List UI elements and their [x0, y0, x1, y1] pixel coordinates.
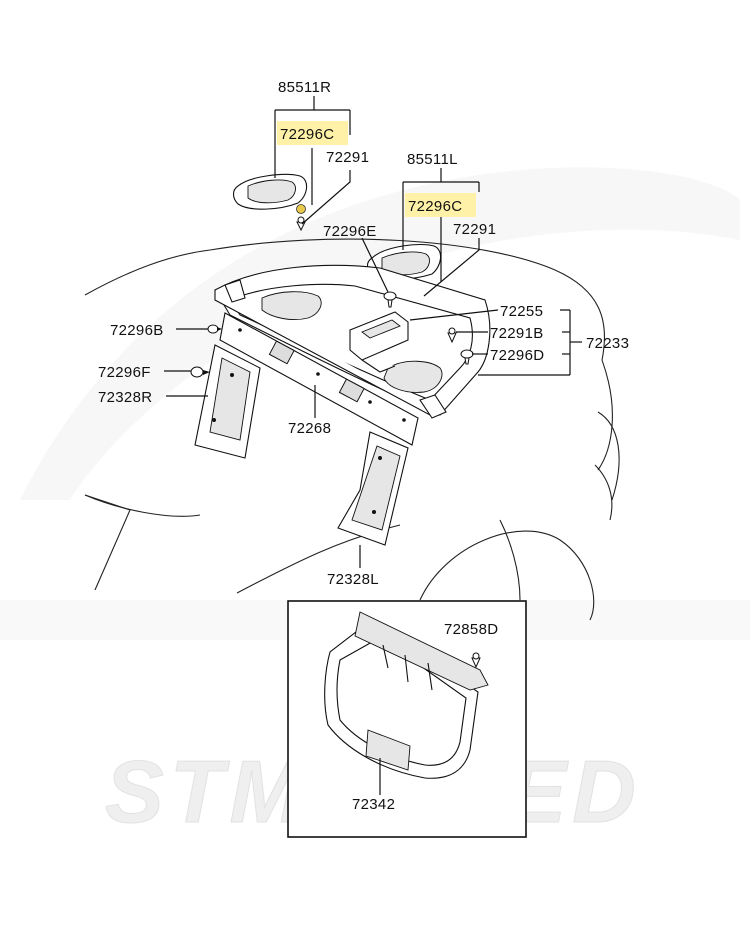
car-body-outline [84, 238, 620, 621]
label-72291-left: 72291 [453, 221, 496, 238]
inset-hatch-trim [324, 611, 489, 779]
highlight-72296C-right [277, 121, 348, 145]
pillar-trim-right [194, 344, 261, 459]
label-72296B: 72296B [110, 322, 164, 339]
clip-72296C-right [296, 204, 306, 214]
shelf-center-bracket [349, 311, 409, 373]
label-72296E: 72296E [323, 223, 377, 240]
clip-72296F [190, 366, 210, 378]
pillar-trim-left [337, 431, 409, 546]
label-72328R: 72328R [98, 389, 152, 406]
leader-lines [164, 96, 582, 568]
clip-72296E [383, 291, 397, 308]
label-72858D: 72858D [444, 621, 498, 638]
speaker-grille-right [232, 173, 308, 210]
clip-72296B [207, 324, 222, 334]
label-72291-right: 72291 [326, 149, 369, 166]
label-72291B: 72291B [490, 325, 544, 342]
highlight-72296C-left [405, 193, 476, 217]
label-72296F: 72296F [98, 364, 151, 381]
label-72342: 72342 [352, 796, 395, 813]
label-72296C-left: 72296C [408, 198, 462, 215]
screw-72291B [447, 327, 457, 344]
clip-72858D [471, 652, 481, 669]
label-85511L: 85511L [407, 151, 458, 168]
screw-72291-right [296, 216, 306, 232]
label-72233: 72233 [586, 335, 629, 352]
label-72328L: 72328L [327, 571, 379, 588]
label-72255: 72255 [500, 303, 543, 320]
label-72296C-right: 72296C [280, 126, 334, 143]
label-72268: 72268 [288, 420, 331, 437]
label-85511R: 85511R [278, 79, 331, 96]
rear-trim-panel [219, 312, 419, 446]
label-72296D: 72296D [490, 347, 544, 364]
